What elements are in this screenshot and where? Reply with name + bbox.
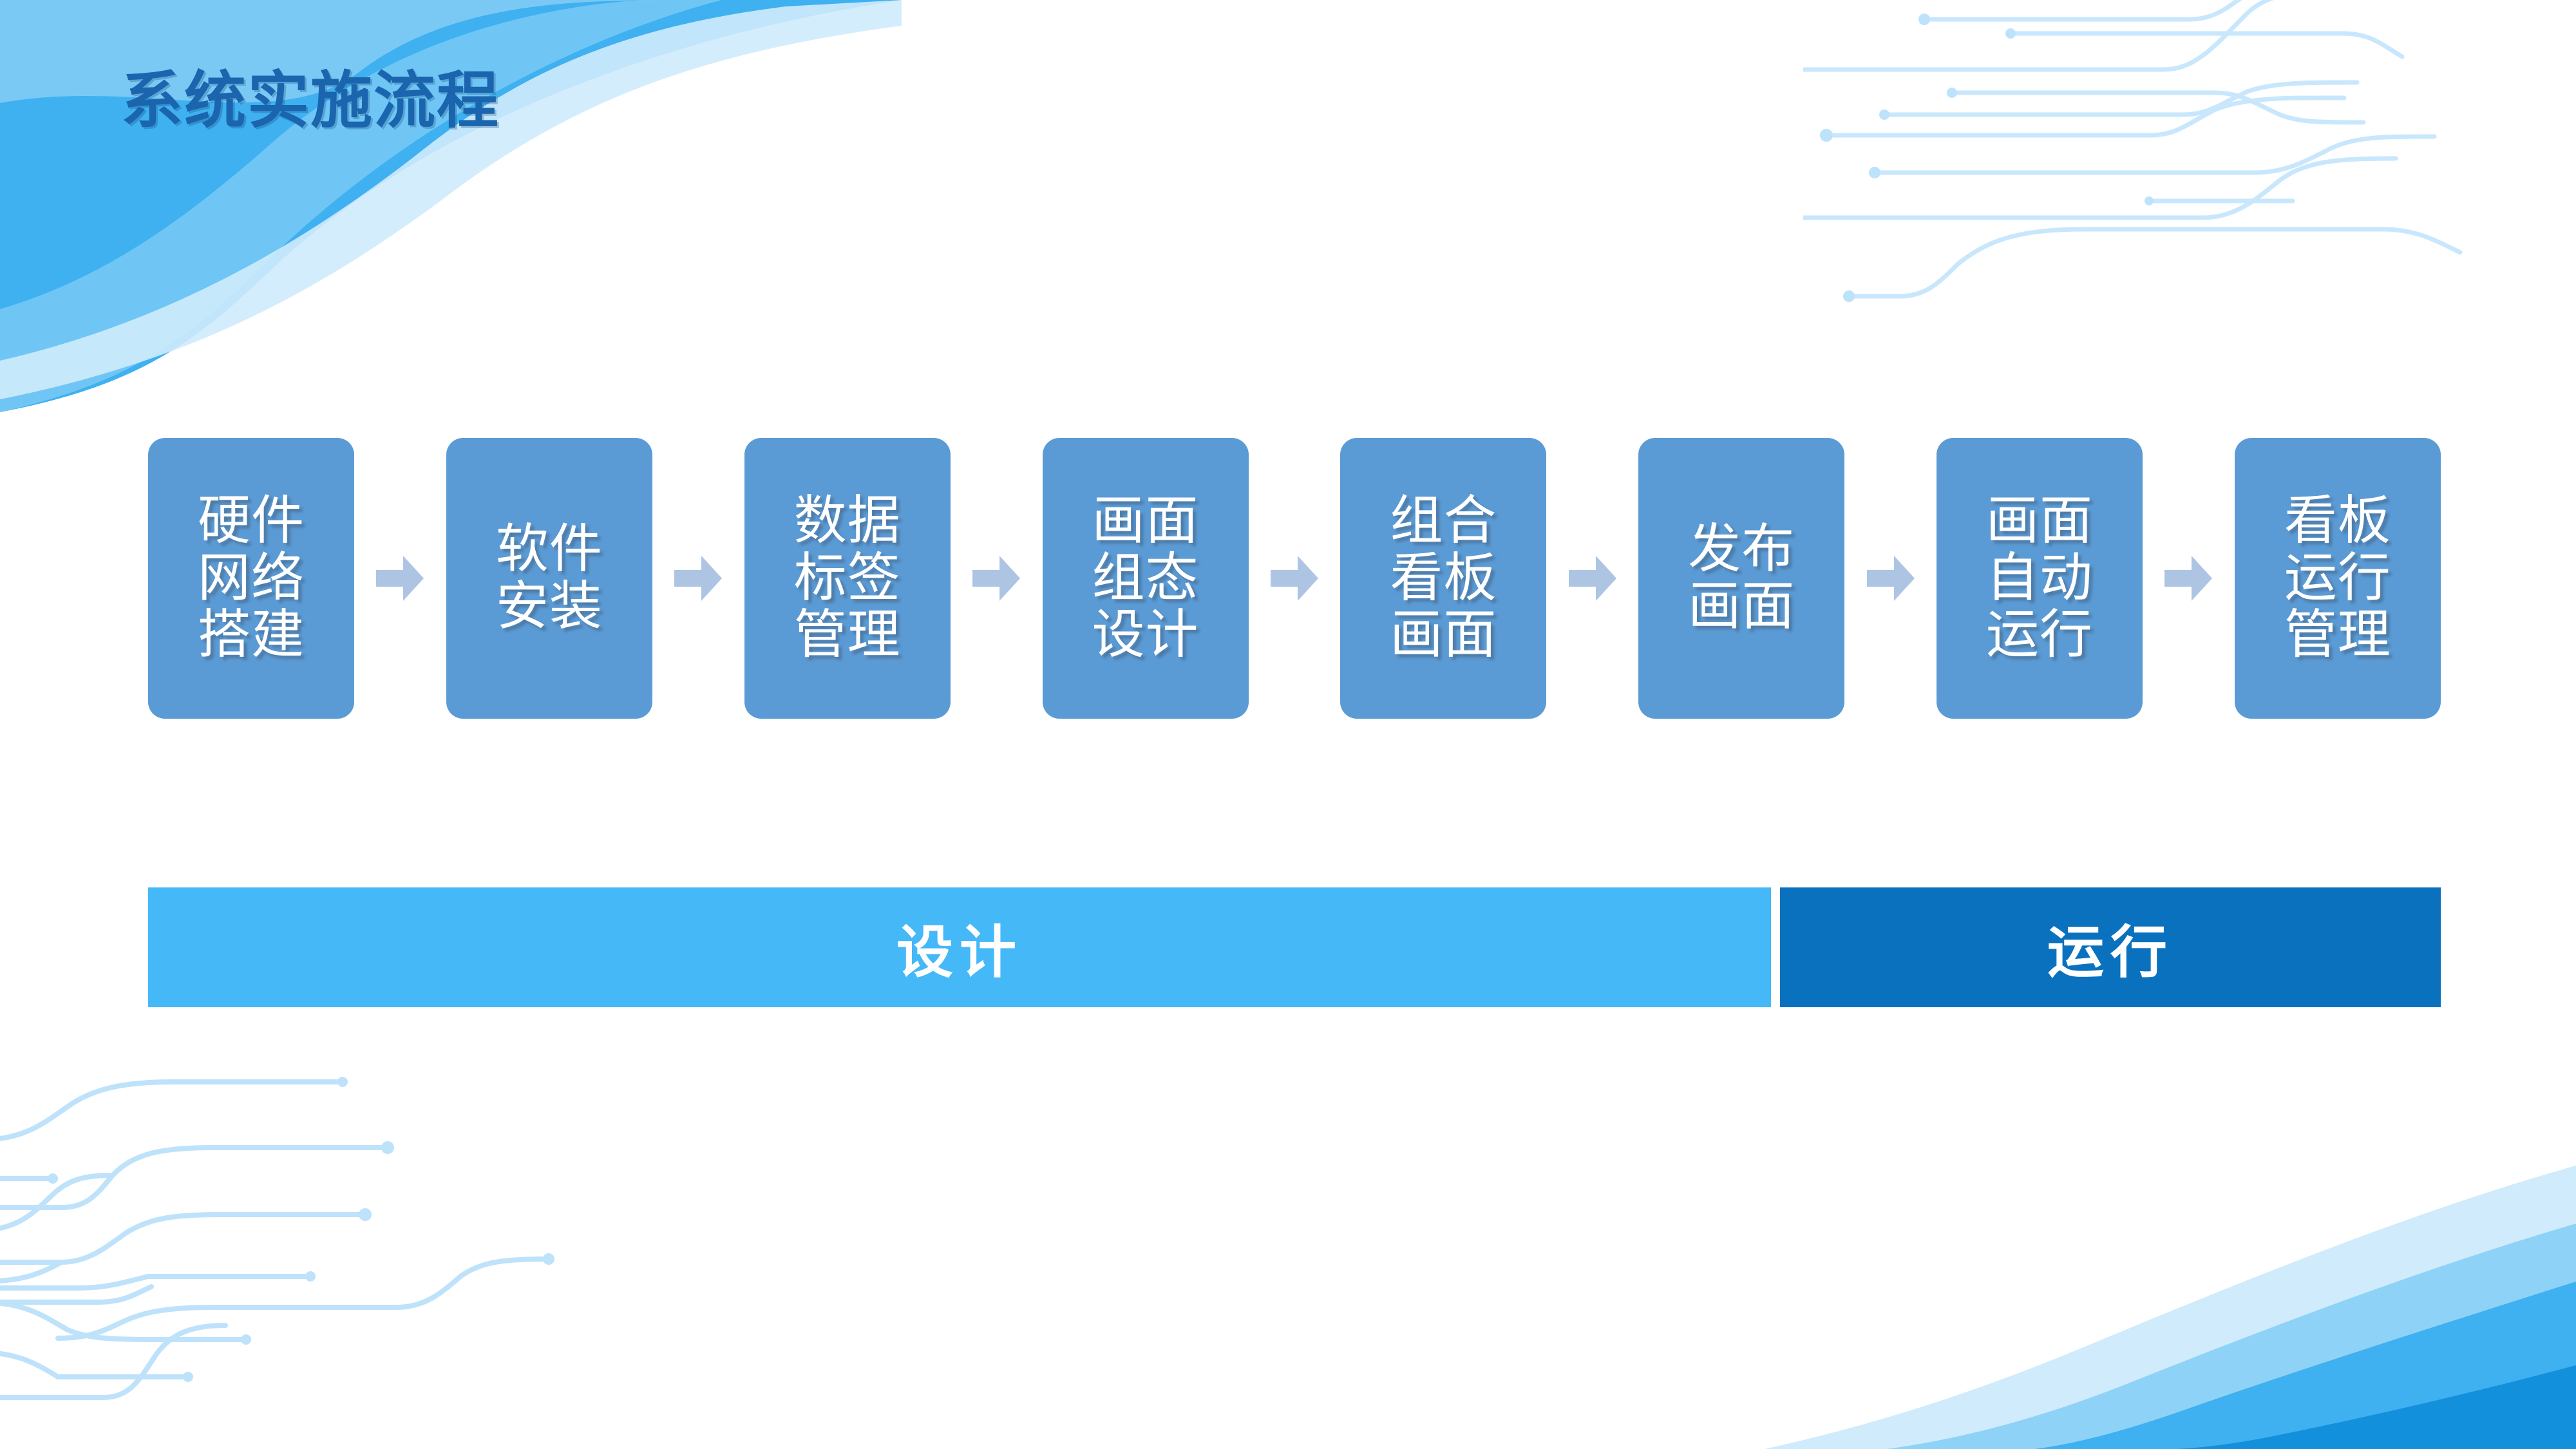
flow-step-8[interactable]: 看板 运行 管理 bbox=[2234, 438, 2441, 719]
flow-step-2[interactable]: 软件 安装 bbox=[446, 438, 652, 719]
arrow-right-icon bbox=[1270, 553, 1318, 603]
arrow-right-icon bbox=[1866, 553, 1915, 603]
arrow-right-icon bbox=[2164, 553, 2213, 603]
flow-step-2-label: 软件 安装 bbox=[495, 518, 603, 637]
phase-bar-design[interactable]: 设计 bbox=[148, 887, 1771, 1007]
page-title: 系统实施流程 bbox=[121, 64, 500, 137]
flow-step-7-label: 画面 自动 运行 bbox=[1986, 490, 2094, 666]
process-flow-row: 硬件 网络 搭建 软件 安装 数据 标签 管理 画面 组态 设计 bbox=[148, 438, 2441, 719]
flow-step-5[interactable]: 组合 看板 画面 bbox=[1340, 438, 1547, 719]
flow-step-6-label: 发布 画面 bbox=[1688, 518, 1795, 637]
wave-decoration-bottom-right bbox=[1765, 1166, 2576, 1449]
flow-step-1-label: 硬件 网络 搭建 bbox=[197, 490, 305, 666]
flow-step-8-label: 看板 运行 管理 bbox=[2284, 490, 2391, 666]
flow-step-5-label: 组合 看板 画面 bbox=[1390, 490, 1497, 666]
phase-design-label: 设计 bbox=[896, 918, 1023, 985]
circuit-trace-decoration-bottom-left bbox=[0, 1077, 554, 1400]
arrow-right-icon bbox=[1568, 553, 1616, 603]
flow-step-4-label: 画面 组态 设计 bbox=[1092, 490, 1199, 666]
flow-step-3[interactable]: 数据 标签 管理 bbox=[744, 438, 951, 719]
flow-step-1[interactable]: 硬件 网络 搭建 bbox=[148, 438, 354, 719]
circuit-trace-decoration-top-right bbox=[1803, 0, 2463, 302]
flow-step-7[interactable]: 画面 自动 运行 bbox=[1937, 438, 2143, 719]
arrow-right-icon bbox=[674, 553, 723, 603]
flow-step-4[interactable]: 画面 组态 设计 bbox=[1042, 438, 1249, 719]
arrow-right-icon bbox=[972, 553, 1021, 603]
phase-bar-run[interactable]: 运行 bbox=[1780, 887, 2441, 1007]
flow-step-6[interactable]: 发布 画面 bbox=[1638, 438, 1845, 719]
phase-bar-row: 设计 运行 bbox=[148, 887, 2441, 1007]
flow-step-3-label: 数据 标签 管理 bbox=[793, 490, 901, 666]
phase-run-label: 运行 bbox=[2047, 918, 2174, 985]
arrow-right-icon bbox=[376, 553, 424, 603]
